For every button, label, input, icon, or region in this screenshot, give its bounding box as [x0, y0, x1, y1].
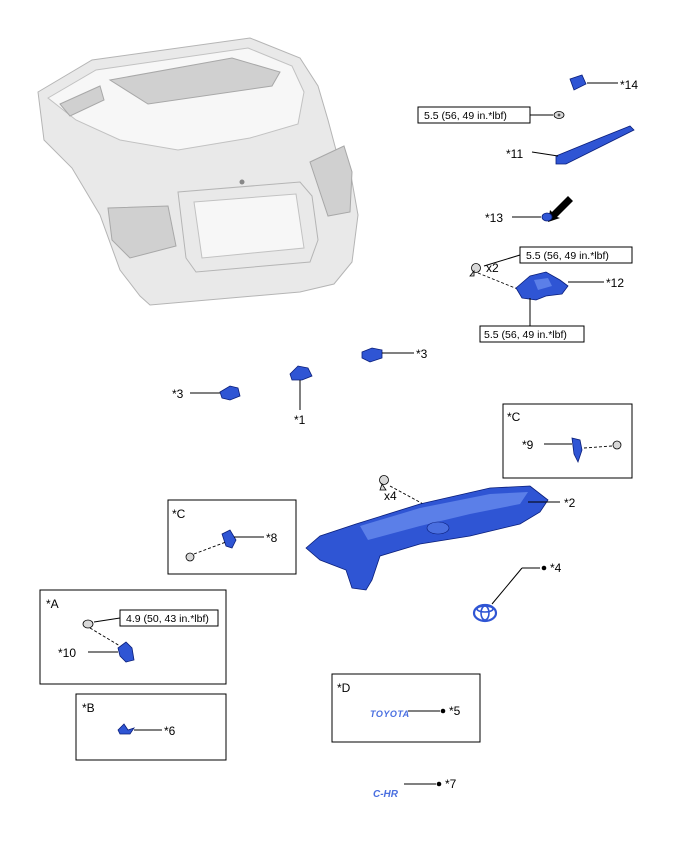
detail-a-box	[39, 589, 227, 685]
callout-9: *9	[522, 438, 534, 452]
license-lamp-3-right	[361, 347, 414, 363]
callout-4: *4	[550, 561, 562, 575]
back-door-opener-switch-1	[289, 365, 313, 410]
rear-wiper-arm-11	[531, 125, 635, 165]
callout-8: *8	[266, 531, 278, 545]
torque-arm-nut: 5.5 (56, 49 in.*lbf)	[424, 110, 507, 122]
detail-b-box	[75, 693, 227, 761]
callout-3-right: *3	[416, 347, 428, 361]
part-9	[544, 437, 583, 464]
back-door-illustration	[37, 37, 359, 306]
nut-10	[82, 619, 94, 629]
direction-arrow	[548, 196, 573, 222]
torque-motor-bottom: 5.5 (56, 49 in.*lbf)	[484, 329, 567, 341]
detail-c-right-label: *C	[507, 410, 521, 424]
callout-14: *14	[620, 78, 638, 92]
torque-motor-bolt: 5.5 (56, 49 in.*lbf)	[526, 250, 609, 262]
torque-box-motor-bottom	[479, 325, 585, 343]
callout-5: *5	[449, 704, 461, 718]
callout-3-left: *3	[172, 387, 184, 401]
callout-7: *7	[445, 777, 457, 791]
detail-c-right-box	[502, 403, 633, 479]
callout-13: *13	[485, 211, 503, 225]
chr-emblem-7: C-HR	[373, 789, 399, 800]
detail-d-label: *D	[337, 681, 351, 695]
callout-6: *6	[164, 724, 176, 738]
back-door-garnish-2	[305, 485, 560, 591]
detail-d-box	[331, 673, 481, 743]
detail-c-left-label: *C	[172, 507, 186, 521]
garnish-bolt	[379, 475, 389, 491]
part-10	[88, 641, 135, 663]
callout-12: *12	[606, 276, 624, 290]
part-8	[221, 529, 264, 549]
license-lamp-3-left	[190, 385, 241, 401]
grommet-13	[512, 212, 553, 222]
hex-nut	[553, 111, 565, 119]
callout-2: *2	[564, 496, 576, 510]
part-6	[117, 723, 162, 735]
toyota-emblem-4	[472, 567, 540, 623]
rear-wiper-motor-12	[515, 271, 604, 301]
qty-garnish-bolts: x4	[384, 489, 397, 503]
toyota-emblem-5: TOYOTA	[370, 709, 410, 719]
screw-9	[612, 440, 622, 450]
callout-10: *10	[58, 646, 76, 660]
callout-1: *1	[294, 413, 306, 427]
detail-b-label: *B	[82, 701, 95, 715]
screw-8	[185, 552, 195, 562]
qty-motor-bolts: x2	[486, 261, 499, 275]
detail-a-label: *A	[46, 597, 59, 611]
callout-11: *11	[506, 147, 523, 161]
motor-bolt	[469, 263, 481, 277]
torque-detail-a: 4.9 (50, 43 in.*lbf)	[126, 613, 209, 625]
wiper-arm-cap-14	[569, 74, 618, 91]
